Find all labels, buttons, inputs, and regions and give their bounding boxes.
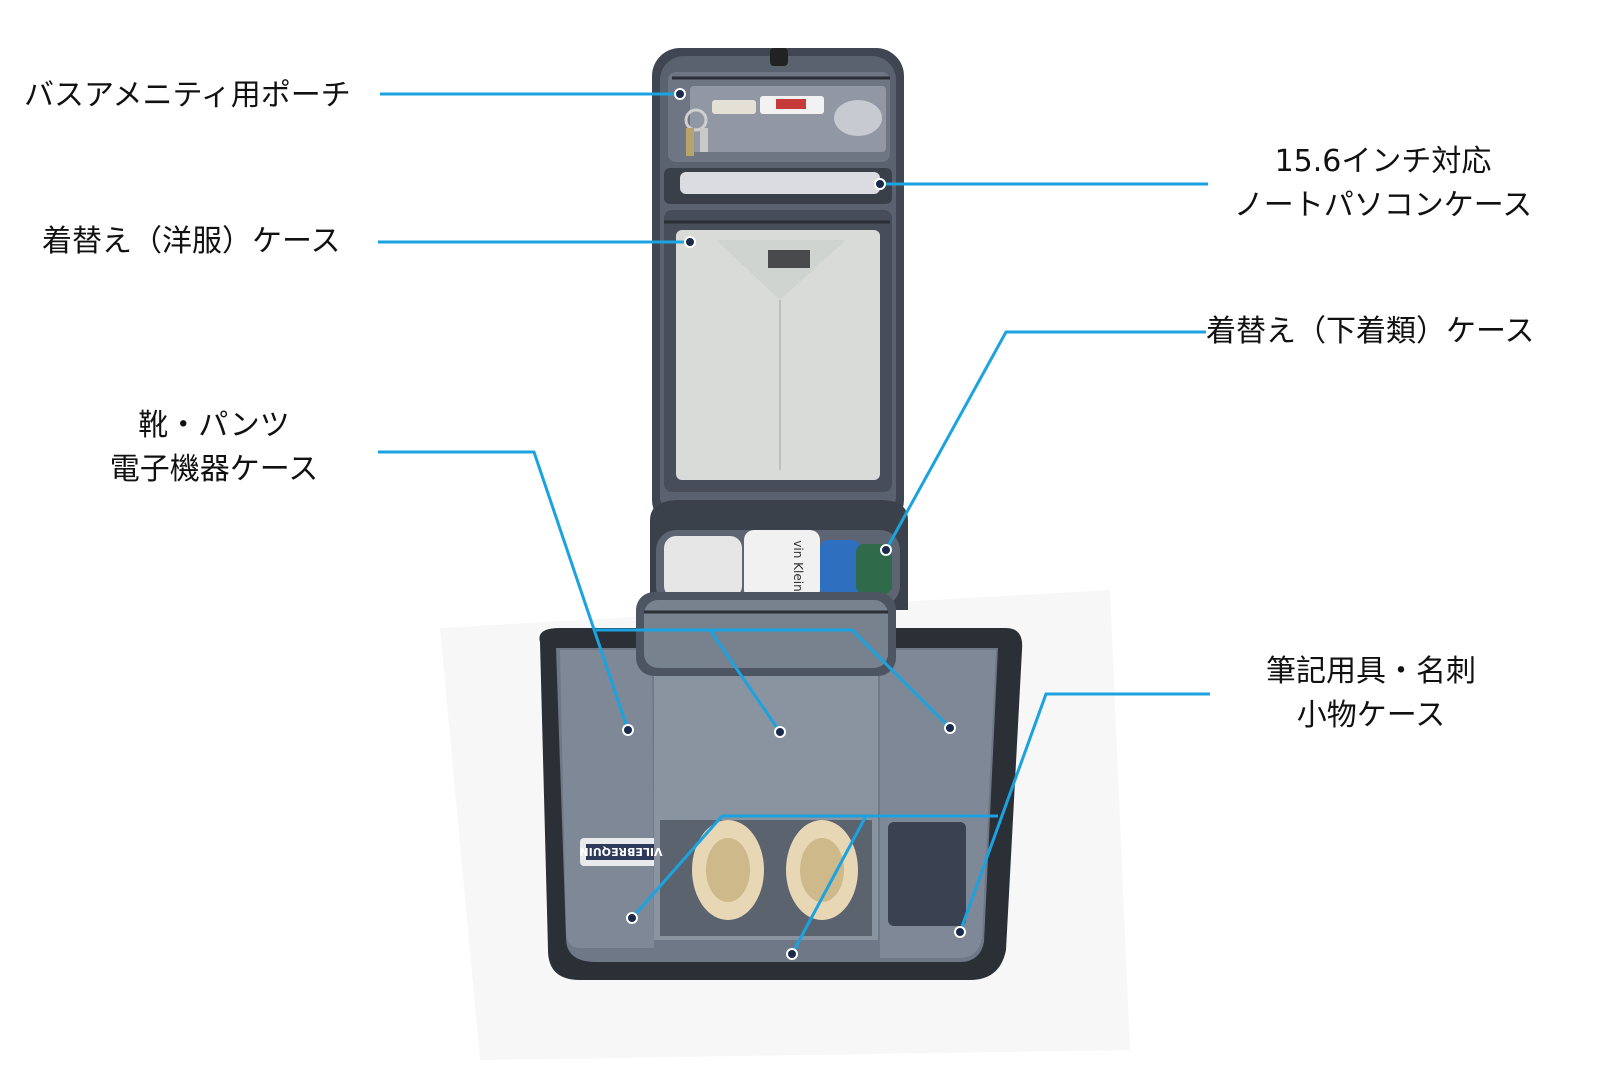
label-shoes-case: 靴・パンツ 電子機器ケース xyxy=(82,404,346,492)
callout-line-shoes-case-upper xyxy=(596,628,952,730)
label-stationery-case: 筆記用具・名刺 小物ケース xyxy=(1236,650,1506,738)
callout-line-shoes-case xyxy=(378,450,630,731)
label-underwear-case: 着替え（下着類）ケース xyxy=(1206,314,1535,349)
pants-tag-text: VILEBREQUIN xyxy=(579,845,662,858)
callout-line-underwear-case xyxy=(884,330,1206,551)
label-clothes-case: 着替え（洋服）ケース xyxy=(42,224,341,259)
callout-dot-stationery-center xyxy=(786,948,798,960)
callout-dot-stationery-left xyxy=(626,912,638,924)
bath-pouch xyxy=(668,72,890,162)
callout-line-stationery-case xyxy=(958,692,1210,933)
callout-dot-shoes-left xyxy=(622,724,634,736)
callout-dot-underwear-case xyxy=(880,544,892,556)
underwear-compartment xyxy=(650,500,908,610)
callout-dot-bath-pouch xyxy=(674,88,686,100)
label-shoes-case-line-1: 靴・パンツ xyxy=(138,408,290,443)
callout-line-shoes-case-center xyxy=(708,629,782,733)
label-laptop-case: 15.6インチ対応 ノートパソコンケース xyxy=(1222,140,1544,228)
lower-section xyxy=(539,592,1023,980)
callout-dot-stationery-right xyxy=(954,926,966,938)
callout-line-stationery-case-left xyxy=(630,815,724,919)
callout-dot-laptop-case xyxy=(874,178,886,190)
label-stationery-case-line-2: 小物ケース xyxy=(1296,698,1446,733)
label-shoes-case-line-2: 電子機器ケース xyxy=(109,452,319,487)
underwear-brand-text: vin Klein xyxy=(791,540,805,591)
callout-lines xyxy=(378,92,1210,955)
clothes-pocket xyxy=(664,210,892,492)
label-laptop-case-line-2: ノートパソコンケース xyxy=(1233,188,1533,223)
callout-dot-shoes-center xyxy=(774,726,786,738)
callout-dot-shoes-right xyxy=(944,722,956,734)
laptop-sleeve xyxy=(664,168,892,204)
callout-dots xyxy=(622,88,966,960)
callout-dot-clothes-case xyxy=(684,236,696,248)
label-stationery-case-line-1: 筆記用具・名刺 xyxy=(1266,654,1476,689)
label-laptop-case-line-1: 15.6インチ対応 xyxy=(1274,144,1492,179)
callout-line-stationery-case-center xyxy=(790,815,868,955)
label-bath-pouch: バスアメニティ用ポーチ xyxy=(24,78,351,113)
